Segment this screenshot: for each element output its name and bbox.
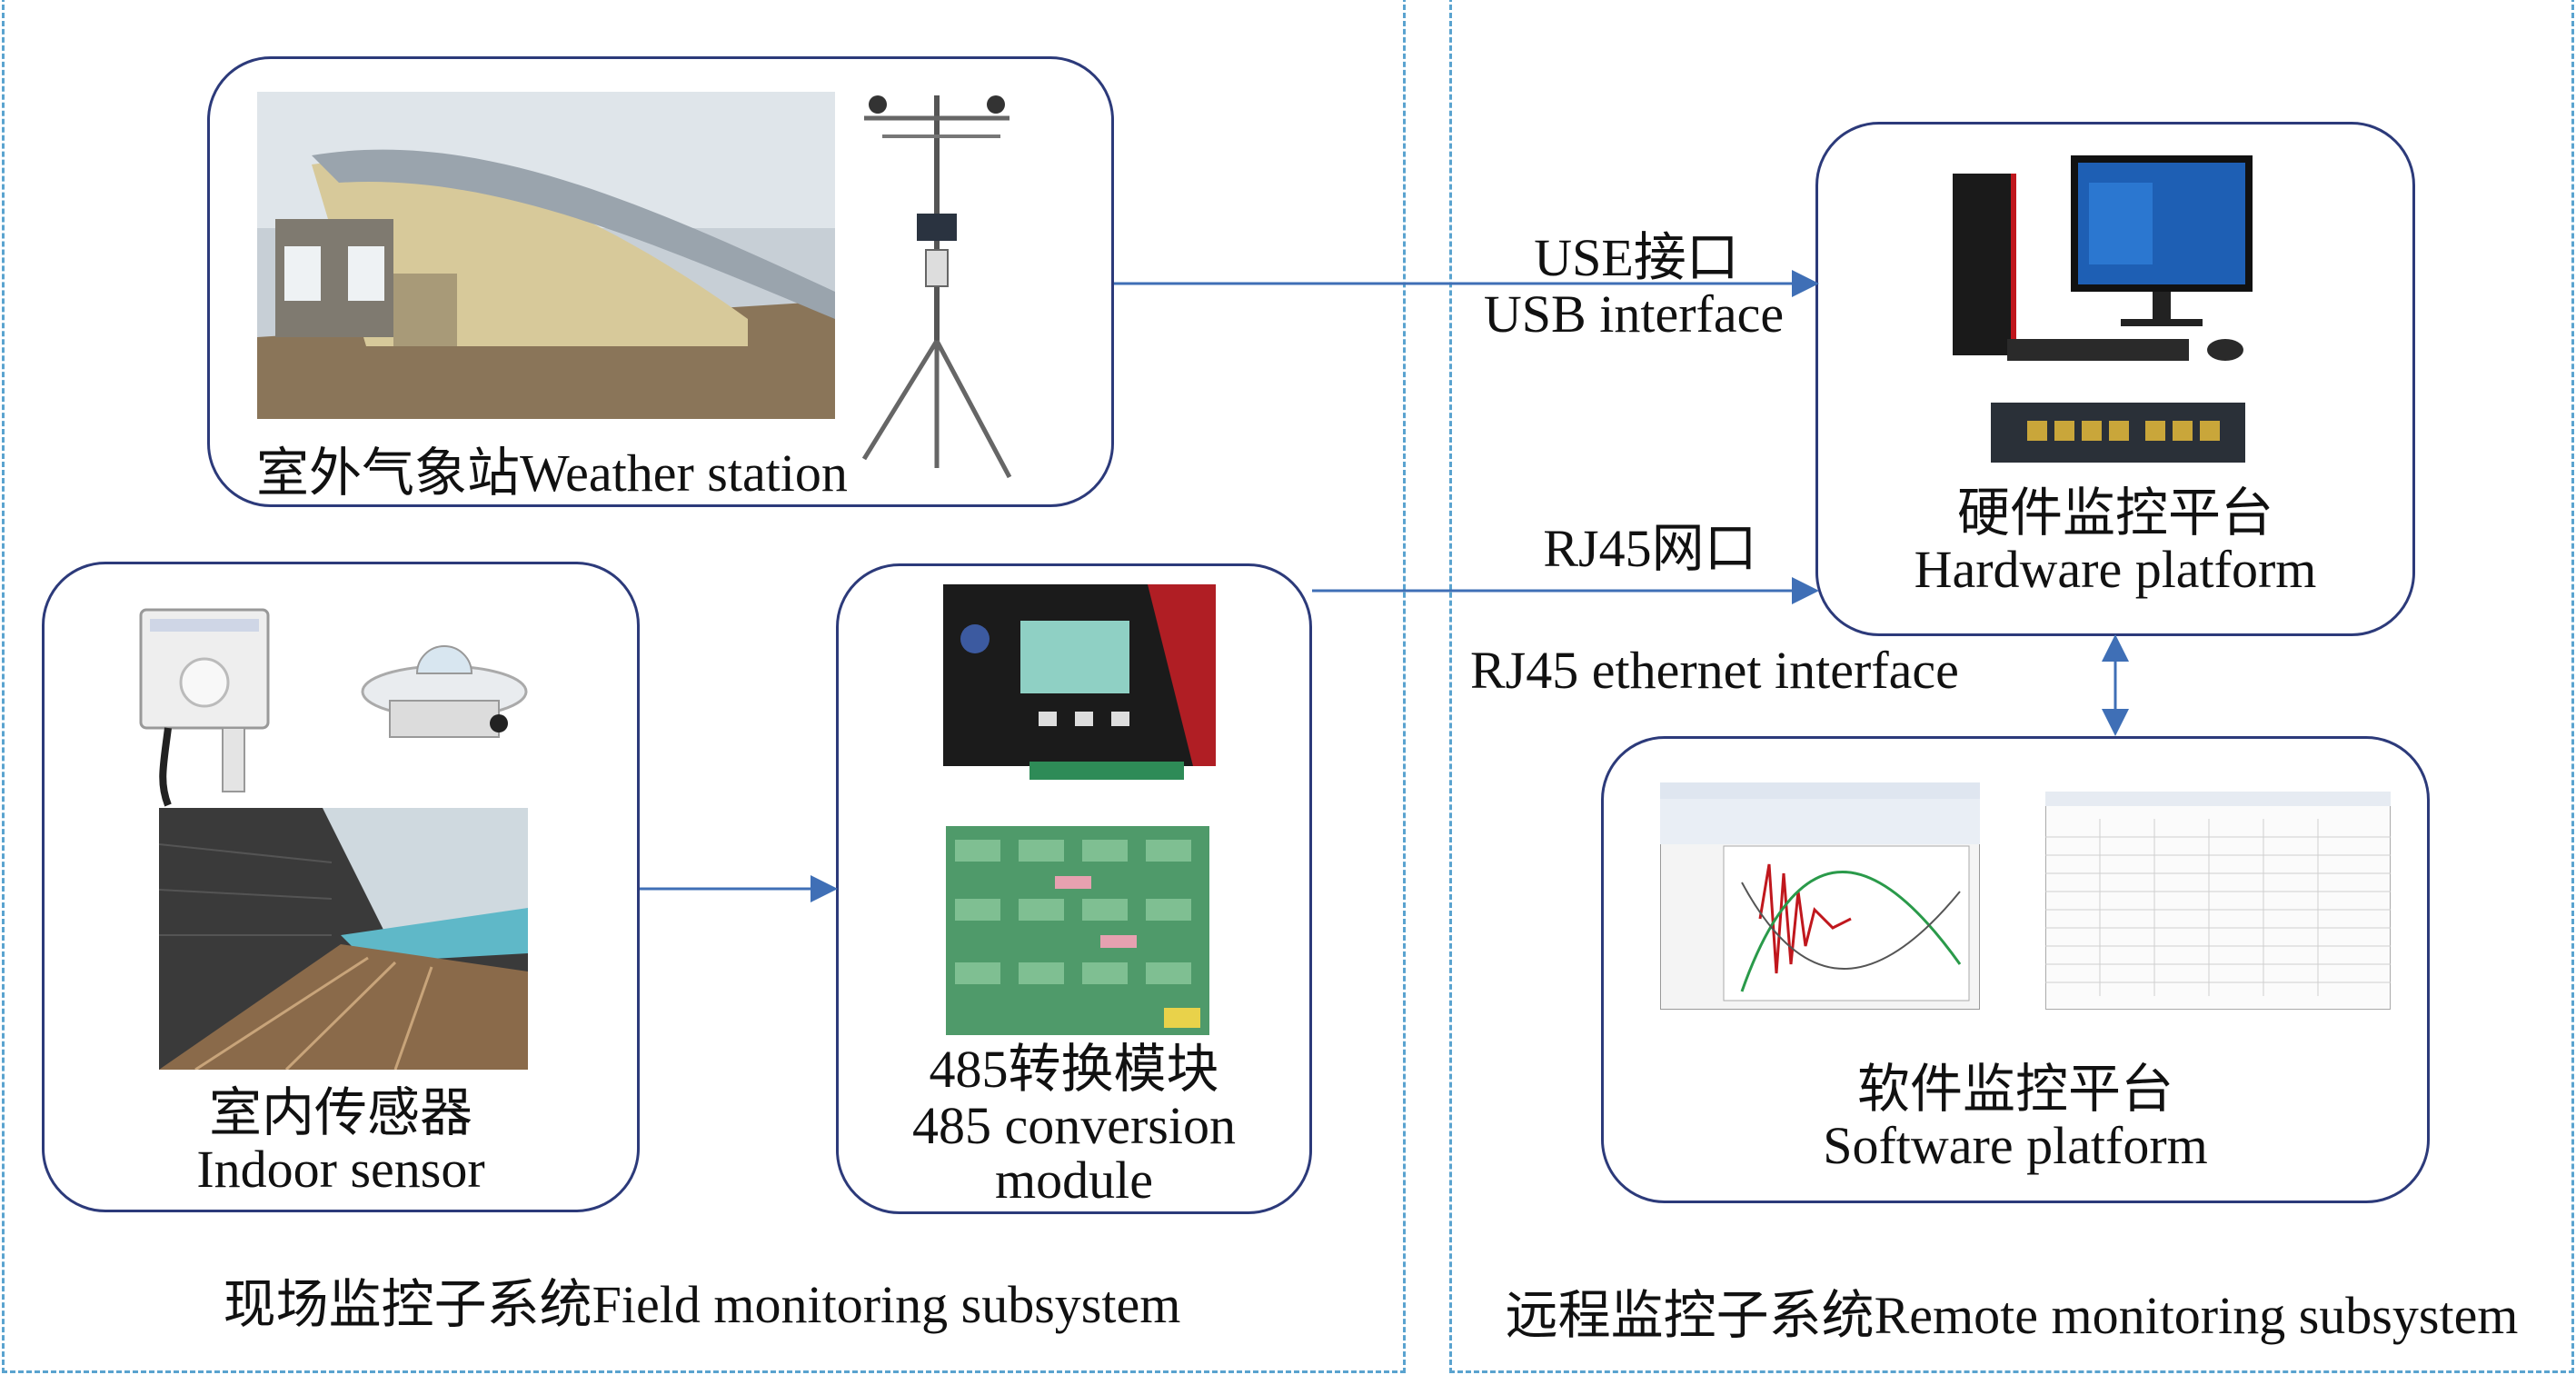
conversion-module-box: 485转换模块 485 conversion module [836,563,1312,1214]
pyranometer-icon [361,645,528,738]
hardware-platform-label-cn: 硬件监控平台 [1956,483,2273,543]
greenhouse-photo [257,92,835,419]
remote-subsystem-label: 远程监控子系统Remote monitoring subsystem [1505,1286,2519,1345]
humidity-sensor-icon [139,608,270,807]
software-platform-label-en: Software platform [1823,1116,2208,1175]
greenhouse-interior-photo [159,808,528,1070]
field-monitoring-subsystem-frame [2,0,1406,1373]
usb-link-label-cn: USE接口 [1534,228,1739,287]
field-subsystem-label: 现场监控子系统Field monitoring subsystem [223,1275,1181,1334]
weather-station-box: 室外气象站Weather station [207,56,1114,507]
software-platform-label-cn: 软件监控平台 [1856,1060,2173,1119]
network-switch-icon [1991,403,2245,463]
conversion-module-label-en-1: 485 conversion [912,1096,1236,1155]
usb-link-label-en: USB interface [1483,284,1785,344]
circuit-board-photo [946,826,1209,1035]
software-waveform-screenshot [1660,782,1980,1010]
indoor-sensor-label-cn: 室内传感器 [208,1083,472,1142]
rj45-link-label-cn: RJ45网口 [1543,519,1757,578]
indoor-sensor-label-en: Indoor sensor [196,1140,485,1199]
conversion-module-label-en-2: module [995,1151,1153,1210]
rj45-link-label-en: RJ45 ethernet interface [1470,641,1959,700]
hardware-platform-label-en: Hardware platform [1914,540,2317,599]
software-table-screenshot [2045,792,2391,1010]
controller-device-icon [943,584,1216,780]
indoor-sensor-box: 室内传感器 Indoor sensor [42,562,640,1212]
hardware-platform-box: 硬件监控平台 Hardware platform [1815,122,2415,636]
conversion-module-label-cn: 485转换模块 [929,1040,1219,1099]
weather-station-label: 室外气象站Weather station [256,443,848,503]
remote-monitoring-subsystem-frame [1449,0,2574,1373]
software-platform-box: 软件监控平台 Software platform [1601,736,2430,1203]
weather-station-mast-icon [861,95,1012,479]
desktop-computer-icon [1953,155,2253,361]
